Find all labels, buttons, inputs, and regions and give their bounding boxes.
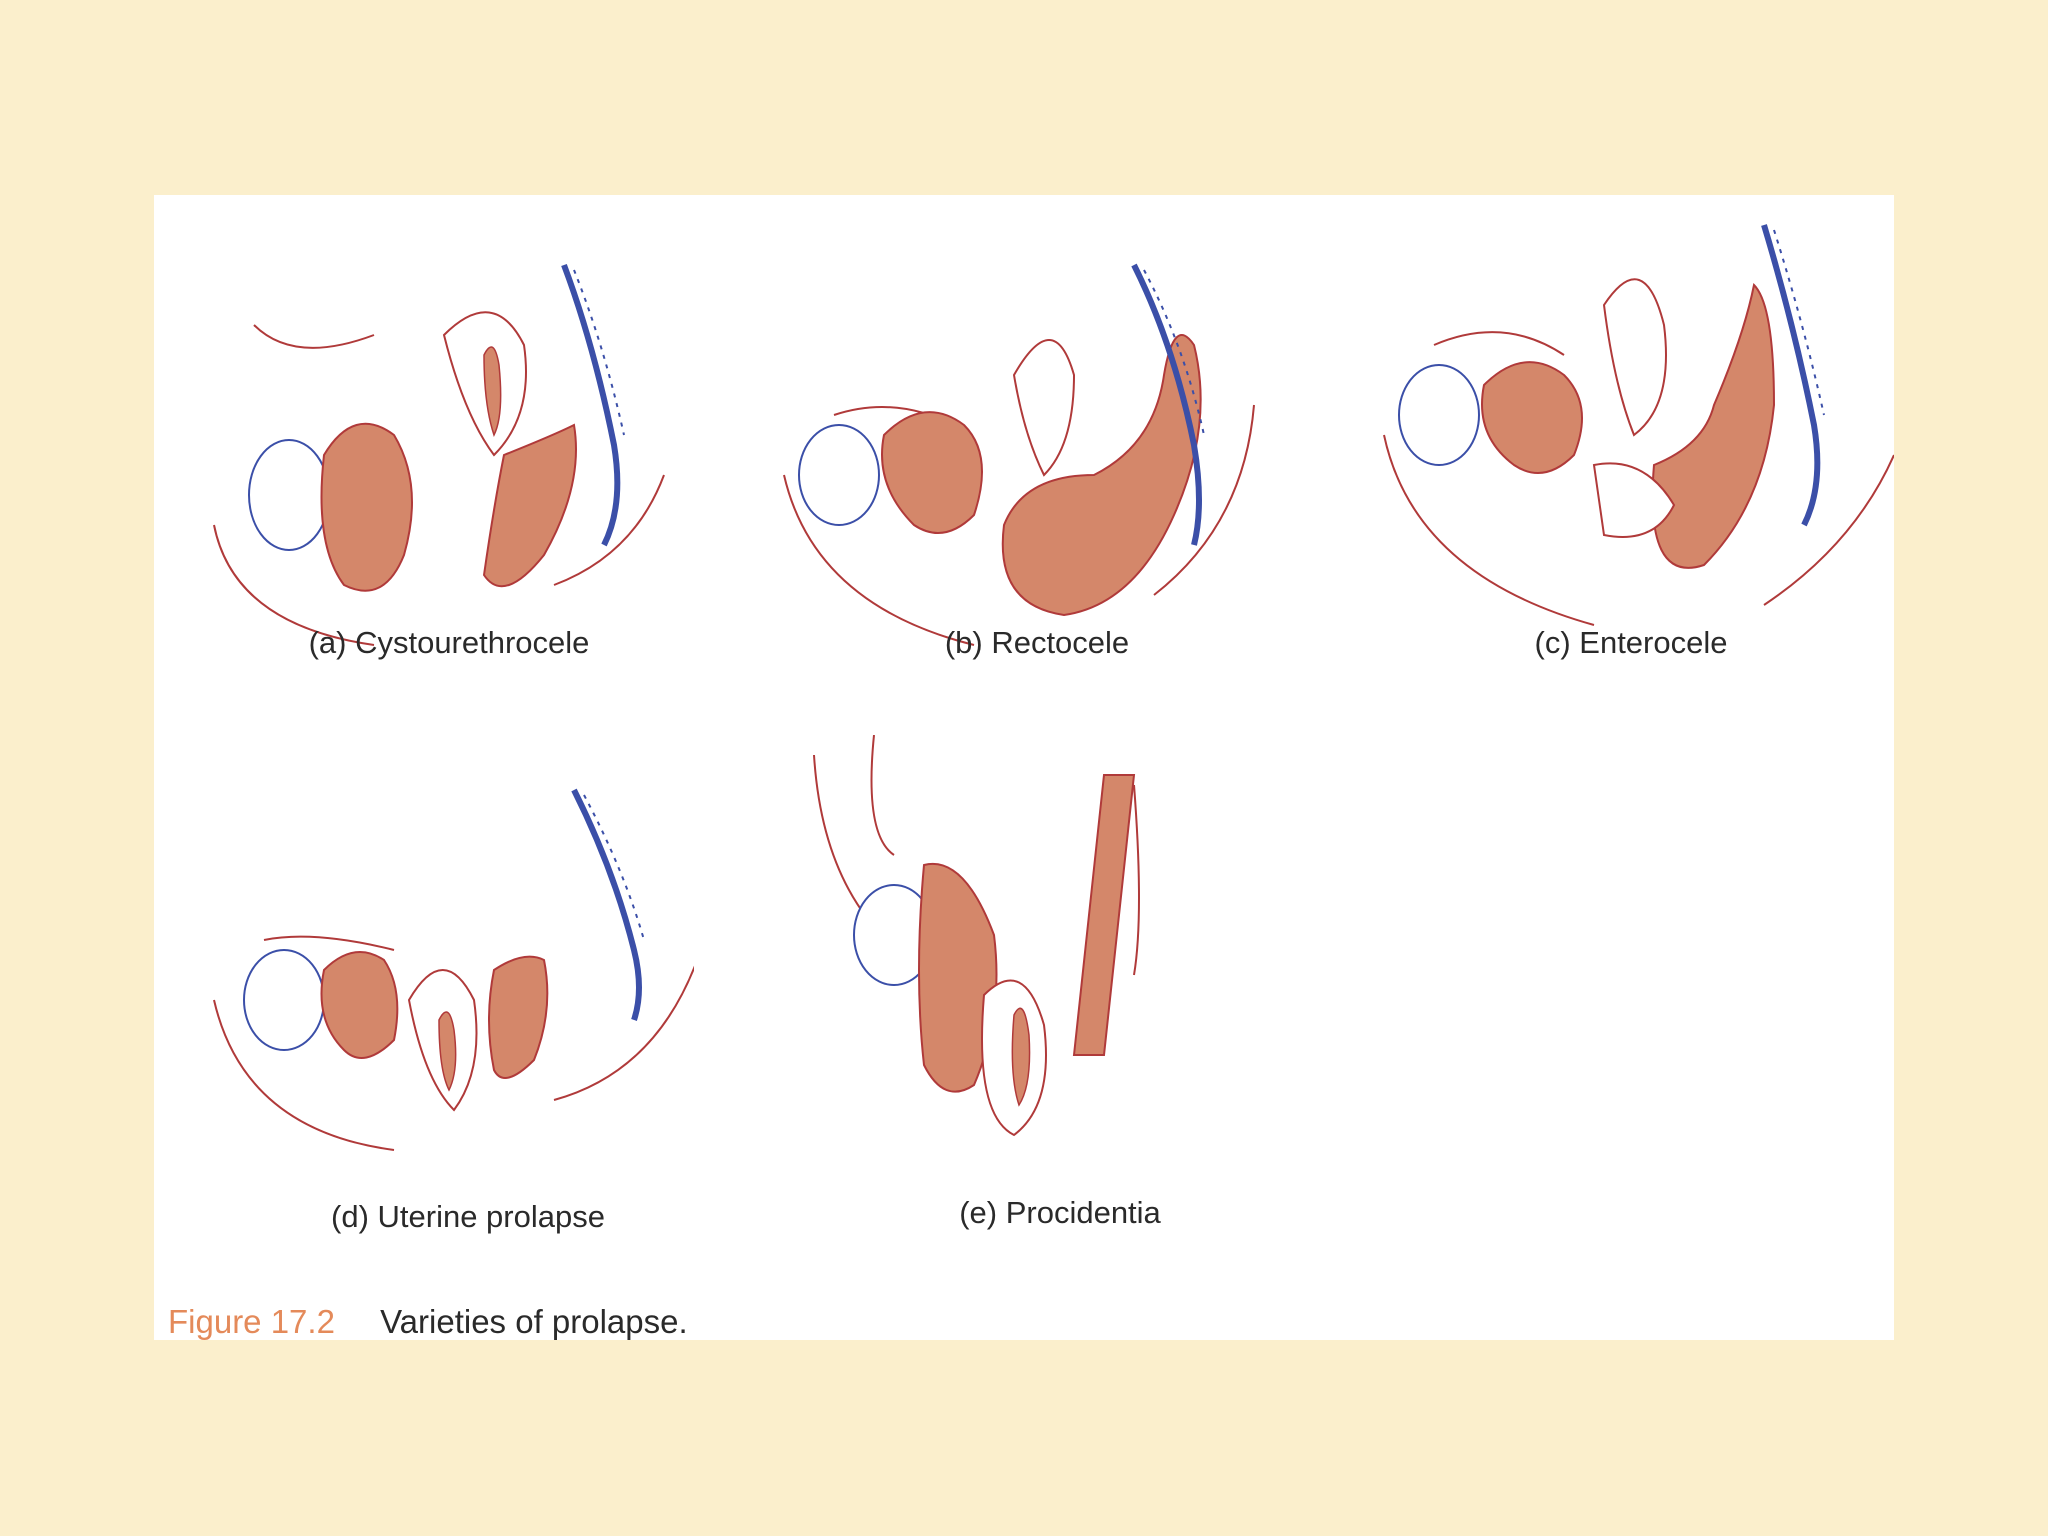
abdominal-wall: [253, 324, 375, 349]
spine-texture: [573, 269, 625, 436]
pubic-bone: [248, 439, 330, 551]
spine: [1131, 263, 1202, 546]
panel-uterine-prolapse: [194, 770, 694, 1190]
abdominal-wall: [1433, 331, 1565, 356]
spine-texture: [583, 794, 645, 941]
sacral-outline: [553, 474, 665, 586]
figure-number: Figure 17.2: [168, 1303, 335, 1340]
pelvic-outline: [213, 999, 395, 1151]
uterus-outline: [1602, 278, 1667, 437]
uterine-prolapse-illustration: [213, 788, 694, 1151]
bladder: [1481, 361, 1583, 474]
enterocele-illustration: [1383, 224, 1894, 626]
spine: [561, 263, 621, 547]
uterine-cavity: [483, 346, 502, 437]
panel-label-e: (e) Procidentia: [959, 1195, 1161, 1230]
sacral-outline: [1133, 784, 1140, 976]
panel-label-c: (c) Enterocele: [1534, 625, 1728, 660]
bladder: [320, 422, 413, 592]
figure-caption: Figure 17.2 Varieties of prolapse.: [168, 1303, 688, 1341]
pelvic-outline: [213, 524, 375, 646]
spine: [571, 788, 642, 1021]
spine-texture: [1773, 229, 1825, 416]
bladder-prolapsed: [918, 862, 998, 1093]
rectum: [482, 423, 577, 588]
panel-label-a: (a) Cystourethrocele: [308, 625, 590, 660]
panel-label-d: (d) Uterine prolapse: [331, 1199, 605, 1234]
pelvic-outline: [1383, 434, 1595, 626]
figure-card: (a) Cystourethrocele (b) Rectocele: [154, 195, 1894, 1340]
panel-rectocele: [774, 225, 1274, 675]
panel-label-b: (b) Rectocele: [944, 625, 1130, 660]
spine-texture: [1143, 269, 1205, 436]
panel-cystourethrocele: [194, 225, 694, 675]
pubic-bone: [243, 949, 325, 1051]
spine: [1761, 224, 1821, 527]
pelvic-outline: [783, 474, 975, 646]
abdominal-wall: [263, 935, 395, 951]
rectocele-illustration: [783, 263, 1255, 646]
rectum: [488, 955, 549, 1079]
rectum-bulge: [1001, 334, 1202, 617]
rectum: [1651, 282, 1776, 569]
uterine-cavity: [1011, 1007, 1031, 1107]
sacral-outline: [553, 965, 694, 1101]
bladder: [320, 951, 399, 1059]
pubic-bone: [1398, 364, 1480, 466]
abdominal-wall: [870, 735, 895, 856]
bladder: [881, 411, 983, 534]
cystourethrocele-illustration: [213, 263, 665, 646]
panel-enterocele: [1374, 205, 1894, 675]
rectum: [1072, 774, 1136, 1056]
uterus-outline: [1012, 339, 1076, 477]
pubic-bone: [798, 424, 880, 526]
sacral-outline: [1153, 404, 1255, 596]
uterine-cavity: [438, 1011, 457, 1092]
panel-procidentia: [804, 735, 1204, 1155]
small-bowel-hernia: [1592, 462, 1676, 538]
figure-caption-text: Varieties of prolapse.: [380, 1303, 688, 1340]
sacral-outline: [1763, 454, 1894, 606]
procidentia-illustration: [813, 735, 1140, 1137]
